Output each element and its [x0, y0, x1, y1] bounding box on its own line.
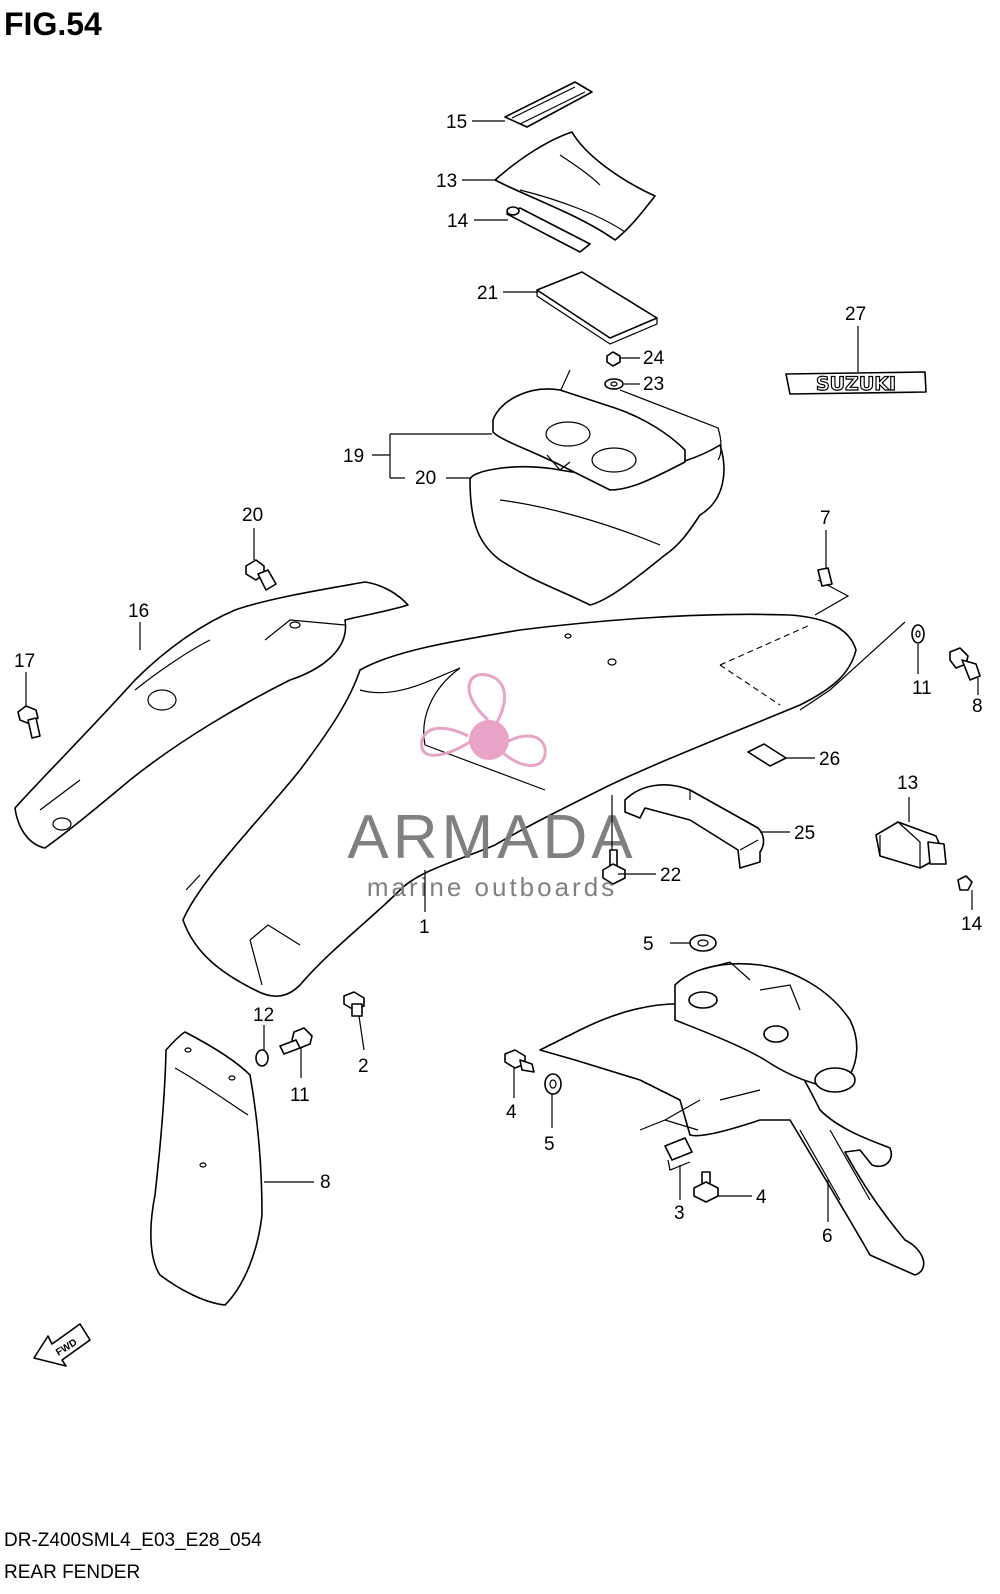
callout-16: 14 — [447, 211, 469, 232]
part-15-tool-bag — [494, 131, 656, 241]
callout-1: 1 — [419, 917, 430, 938]
part-19-bolt — [17, 705, 41, 739]
part-10-mud-flap — [150, 1031, 263, 1306]
part-9-washer — [911, 624, 925, 644]
part-5-grommet-left — [544, 1073, 562, 1095]
callout-29: 27 — [845, 304, 866, 325]
leader-lines — [25, 120, 979, 1222]
callout-17: 15 — [446, 112, 467, 133]
emblem-text: SUZUKI — [816, 373, 896, 395]
fwd-arrow-icon: FWD — [33, 1323, 91, 1367]
watermark-tagline: marine outboards — [367, 872, 617, 902]
part-28-pad — [747, 743, 787, 767]
callout-12: 12 — [253, 1005, 274, 1026]
part-5-grommet-top — [689, 934, 717, 952]
watermark: ARMADA marine outboards — [347, 672, 636, 902]
part-25-washer — [604, 378, 624, 390]
part-14-screw — [957, 875, 973, 891]
callout-5-left: 5 — [544, 1134, 555, 1155]
part-27-grab-rail — [624, 784, 765, 869]
callout-3: 3 — [674, 1203, 685, 1224]
callout-28: 26 — [819, 749, 840, 770]
callout-22: 20 — [415, 468, 436, 489]
callout-6: 6 — [822, 1226, 833, 1247]
part-24-bolt — [602, 849, 626, 885]
part-3-clip — [664, 1137, 693, 1171]
callout-27: 25 — [794, 823, 815, 844]
callout-25: 23 — [643, 374, 664, 395]
callout-7: 7 — [820, 508, 831, 529]
callout-10: 8 — [320, 1172, 331, 1193]
figure-name: REAR FENDER — [4, 1562, 141, 1583]
part-20-bolt — [245, 559, 277, 591]
figure-title: FIG.54 — [4, 6, 102, 42]
callout-26: 24 — [643, 348, 665, 369]
part-12-washer — [255, 1049, 269, 1067]
callout-24: 22 — [660, 865, 681, 886]
part-2-bolt — [343, 991, 365, 1017]
callout-23: 21 — [477, 283, 498, 304]
callout-4-left: 4 — [506, 1102, 517, 1123]
callout-labels: 15 13 14 21 27 24 23 19 20 20 7 16 17 11… — [14, 112, 983, 1247]
part-6-bracket — [539, 961, 925, 1276]
callout-18: 16 — [128, 601, 149, 622]
part-26-nut — [606, 351, 621, 367]
callout-5-top: 5 — [643, 934, 654, 955]
callout-9: 11 — [912, 678, 932, 699]
part-29-emblem: SUZUKI — [785, 371, 927, 396]
part-4-bolt-left — [504, 1049, 535, 1073]
part-21-22-tool-box — [469, 369, 725, 606]
part-17-strap — [504, 81, 593, 128]
callout-20: 20 — [242, 505, 263, 526]
part-18-side-cover — [14, 581, 409, 849]
callout-14: 14 — [961, 914, 983, 935]
callout-8: 8 — [972, 696, 983, 717]
part-11-bolt — [279, 1027, 313, 1055]
part-16-tool — [506, 206, 591, 253]
part-13-flasher-unit — [875, 821, 947, 869]
propeller-logo-icon — [420, 672, 547, 767]
model-code: DR-Z400SML4_E03_E28_054 — [4, 1530, 262, 1551]
part-4-bolt-bottom — [693, 1171, 719, 1203]
part-8-bolt — [949, 647, 981, 681]
part-7-clip — [817, 567, 833, 587]
callout-19: 17 — [14, 651, 35, 672]
callout-11: 11 — [290, 1085, 310, 1106]
callout-4-bottom: 4 — [756, 1187, 767, 1208]
part-23-plate — [536, 271, 658, 345]
callout-15: 13 — [436, 171, 457, 192]
callout-21: 19 — [343, 446, 364, 467]
callout-2: 2 — [358, 1056, 369, 1077]
watermark-brand: ARMADA — [347, 803, 636, 872]
callout-13: 13 — [897, 773, 918, 794]
